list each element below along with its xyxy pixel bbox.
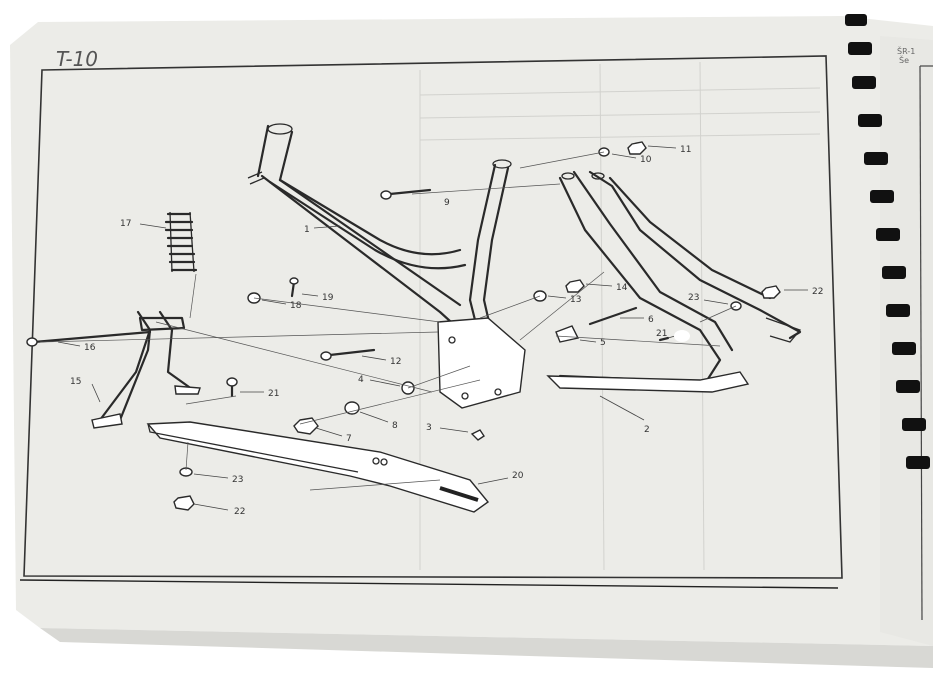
callout-19: 19 xyxy=(322,293,334,303)
callout-1: 1 xyxy=(304,225,310,235)
drawing-frame xyxy=(23,55,843,579)
callout-6: 6 xyxy=(648,315,654,325)
callout-21-upper: 21 xyxy=(656,329,667,339)
callout-12: 12 xyxy=(390,357,401,367)
paper-shadow-bottom xyxy=(40,628,933,668)
callout-3: 3 xyxy=(426,423,432,433)
frame-bottom-rule xyxy=(19,579,839,589)
callout-13: 13 xyxy=(570,295,581,305)
chain-guard xyxy=(146,421,490,513)
callout-22-lower: 22 xyxy=(234,507,245,517)
callout-22-upper: 22 xyxy=(812,287,823,297)
light-glare xyxy=(674,330,690,342)
callout-14: 14 xyxy=(616,283,628,293)
swing-arm xyxy=(546,170,802,393)
spiral-binding xyxy=(845,14,930,469)
callout-11: 11 xyxy=(680,145,691,155)
main-frame xyxy=(247,123,526,409)
callout-17: 17 xyxy=(120,219,131,229)
center-stand xyxy=(91,310,201,429)
callout-20: 20 xyxy=(512,471,524,481)
callout-8: 8 xyxy=(392,421,398,431)
page-id: T-10 xyxy=(56,47,98,71)
callout-23-upper: 23 xyxy=(688,293,699,303)
bolts xyxy=(26,188,670,398)
callout-23-lower: 23 xyxy=(232,475,243,485)
callout-9: 9 xyxy=(444,198,450,208)
callout-2: 2 xyxy=(644,425,650,435)
callout-7: 7 xyxy=(346,434,352,444)
callout-4: 4 xyxy=(358,375,364,385)
callout-21-lower: 21 xyxy=(268,389,279,399)
next-page-fragment: ŠR-1 xyxy=(897,45,915,56)
callout-15: 15 xyxy=(70,377,81,387)
next-page-fragment-2: Še xyxy=(899,54,909,65)
next-page-frame-left xyxy=(919,65,923,621)
leader-lines xyxy=(39,145,808,511)
callout-16: 16 xyxy=(84,343,96,353)
callout-5: 5 xyxy=(600,338,606,348)
callout-labels: 1 2 3 4 5 6 7 8 9 10 11 12 13 14 15 16 1… xyxy=(70,145,823,517)
small-parts xyxy=(173,141,781,511)
next-page-edge xyxy=(880,36,933,646)
stand-spring xyxy=(164,211,198,273)
callout-10: 10 xyxy=(640,155,652,165)
callout-18: 18 xyxy=(290,301,302,311)
